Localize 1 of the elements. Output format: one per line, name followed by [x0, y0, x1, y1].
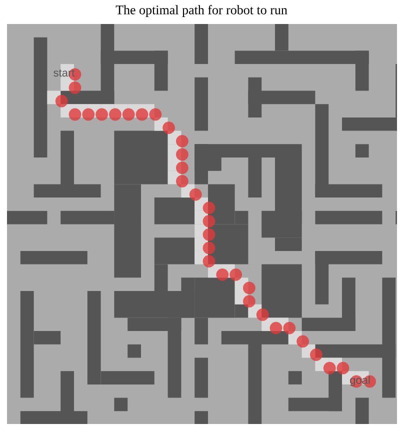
- chart-title: The optimal path for robot to run: [116, 5, 288, 17]
